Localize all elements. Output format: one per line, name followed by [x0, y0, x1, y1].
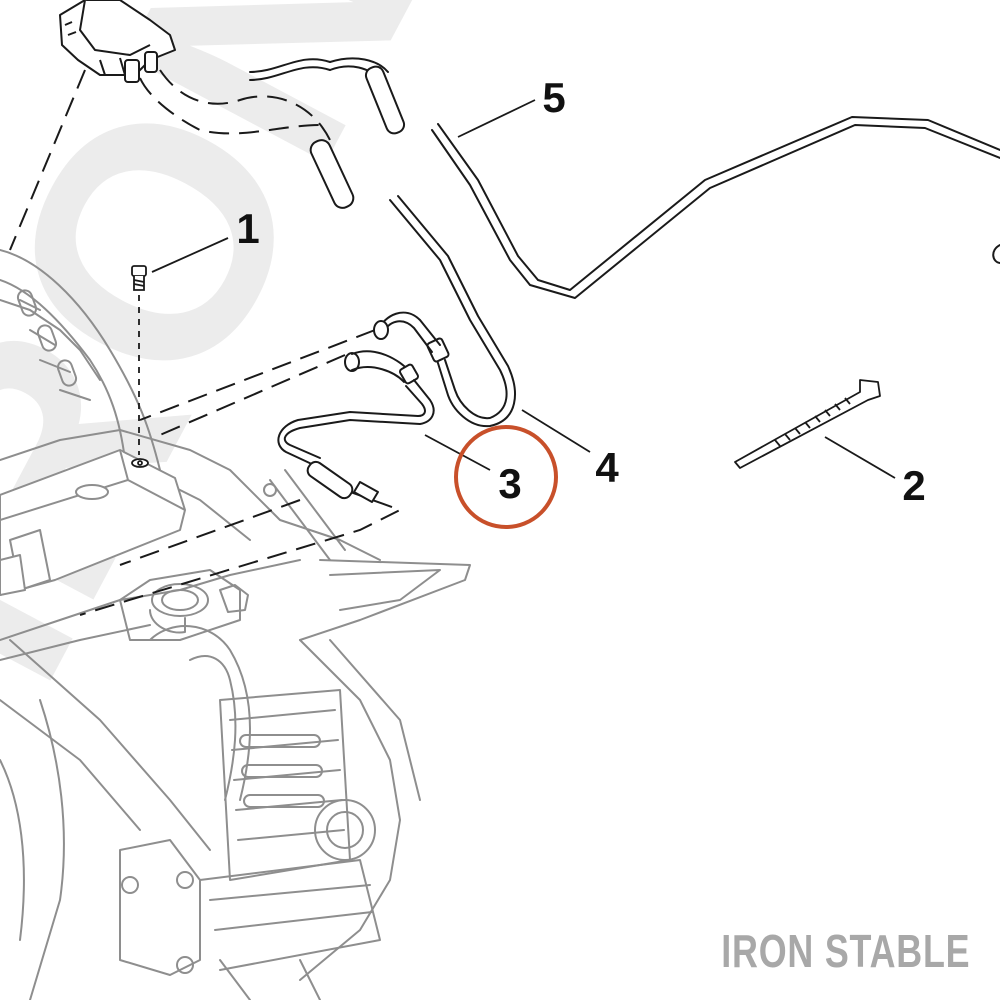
- leader-line-4: [521, 409, 591, 453]
- leader-line-5: [457, 99, 536, 138]
- callout-number-5: 5: [542, 74, 565, 121]
- brand-watermark: IRON STABLE: [720, 925, 970, 977]
- hose-part-3: [277, 350, 435, 503]
- motorcycle-frame: [0, 249, 471, 1000]
- cable-strap-part-2: [734, 379, 881, 469]
- leader-line-1: [151, 237, 229, 273]
- callout-number-4: 4: [595, 444, 619, 491]
- vent-valve: [59, 0, 176, 83]
- background-watermark-text: IRON STABLE: [0, 0, 1000, 733]
- callout-number-2: 2: [902, 462, 925, 509]
- screw-part-1: [131, 265, 149, 468]
- leader-line-2: [824, 436, 896, 479]
- leader-line-3: [424, 434, 491, 471]
- background-watermark: IRON STABLE: [0, 0, 1000, 733]
- callout-number-3: 3: [498, 460, 521, 507]
- hose-part-4: [309, 139, 516, 428]
- callout-leader-lines: [151, 99, 896, 479]
- hose-part-5: [249, 57, 1000, 299]
- assembly-leader-lines: [9, 69, 403, 616]
- callout-number-1: 1: [236, 205, 259, 252]
- highlight-circle: [454, 425, 558, 529]
